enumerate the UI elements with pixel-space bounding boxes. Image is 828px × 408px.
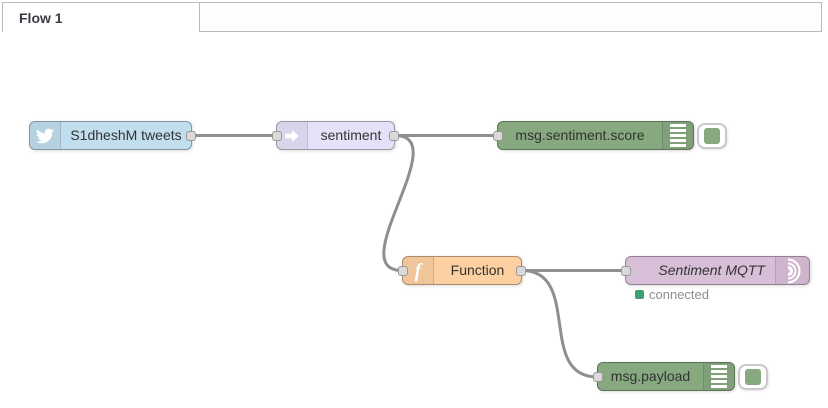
output-port[interactable] bbox=[389, 130, 399, 141]
tab-flow-1[interactable]: Flow 1 bbox=[2, 2, 200, 32]
node-status: connected bbox=[635, 287, 709, 302]
status-label: connected bbox=[649, 287, 709, 302]
node-label: msg.payload bbox=[610, 368, 691, 384]
function-f-icon: f bbox=[403, 257, 434, 284]
node-label: msg.sentiment.score bbox=[515, 127, 645, 143]
node-twitter-in[interactable]: S1dheshM tweets bbox=[29, 121, 196, 150]
node-sentiment[interactable]: sentiment bbox=[272, 121, 399, 150]
debug-toggle-state bbox=[704, 128, 720, 144]
input-port[interactable] bbox=[272, 130, 282, 141]
debug-toggle-button[interactable] bbox=[697, 123, 727, 149]
node-label: S1dheshM tweets bbox=[70, 127, 182, 143]
debug-output-icon bbox=[703, 363, 734, 390]
node-mqtt-out[interactable]: Sentiment MQTT bbox=[621, 256, 810, 285]
tab-label: Flow 1 bbox=[19, 9, 63, 26]
input-port[interactable] bbox=[621, 265, 631, 276]
tabbar-background bbox=[199, 2, 822, 32]
node-label: sentiment bbox=[320, 127, 382, 143]
node-debug-payload[interactable]: msg.payload bbox=[593, 362, 768, 391]
node-debug-sentiment-score[interactable]: msg.sentiment.score bbox=[493, 121, 727, 150]
node-label: Function bbox=[450, 262, 505, 278]
status-dot-icon bbox=[635, 290, 644, 299]
node-label: Sentiment MQTT bbox=[658, 262, 765, 278]
input-port[interactable] bbox=[398, 265, 408, 276]
broadcast-waves-icon bbox=[775, 257, 809, 284]
input-port[interactable] bbox=[493, 130, 503, 141]
node-function[interactable]: f Function bbox=[398, 256, 526, 285]
twitter-bird-icon bbox=[30, 122, 61, 149]
arrow-right-icon bbox=[277, 122, 308, 149]
debug-toggle-button[interactable] bbox=[738, 364, 768, 390]
output-port[interactable] bbox=[186, 130, 196, 141]
input-port[interactable] bbox=[593, 371, 603, 382]
debug-output-icon bbox=[662, 122, 693, 149]
output-port[interactable] bbox=[516, 265, 526, 276]
wire[interactable] bbox=[382, 134, 415, 272]
debug-toggle-state bbox=[745, 369, 761, 385]
wire[interactable] bbox=[521, 269, 598, 379]
